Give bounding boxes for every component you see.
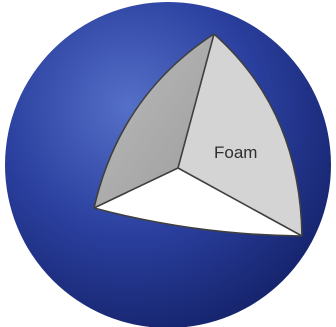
foam-label: Foam: [214, 143, 257, 162]
